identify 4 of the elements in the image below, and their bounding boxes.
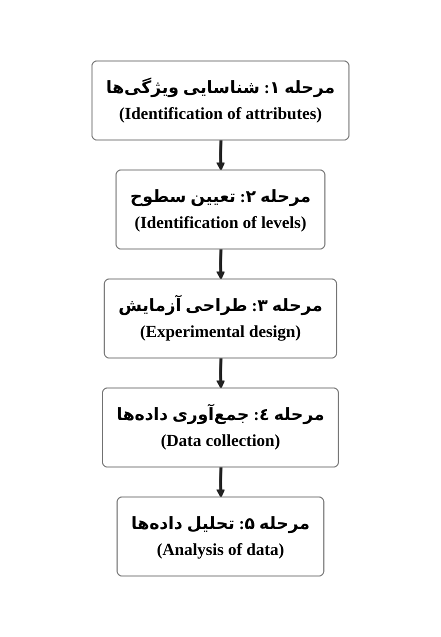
arrow (216, 140, 226, 171)
arrow (216, 358, 226, 389)
arrow (216, 249, 226, 280)
arrow (216, 467, 226, 498)
